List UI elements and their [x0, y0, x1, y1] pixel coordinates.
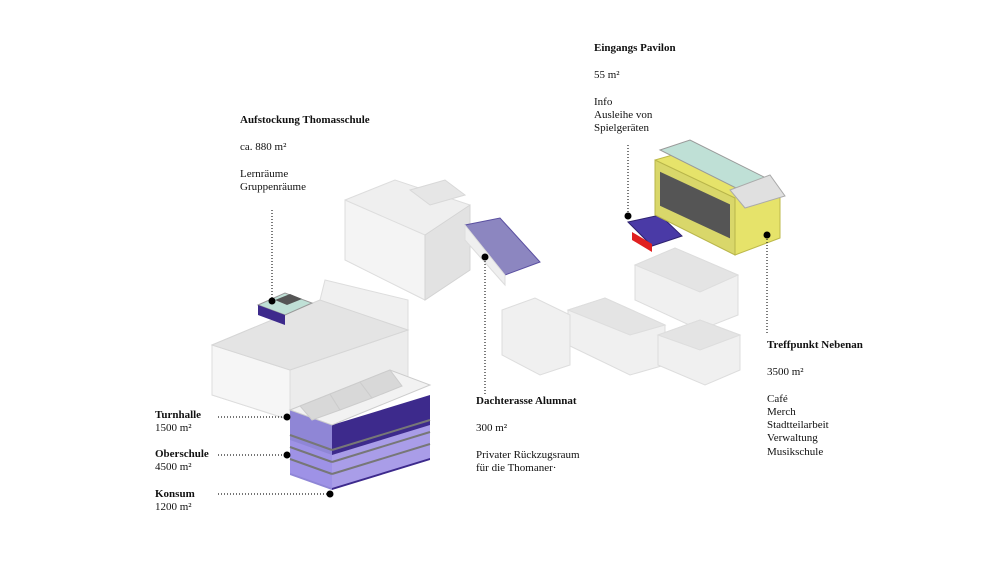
- label-use: Café: [767, 392, 788, 405]
- dachterasse-roof: [464, 217, 541, 287]
- label-konsum: Konsum 1200 m²: [155, 488, 195, 515]
- label-use: Verwaltung: [767, 432, 818, 445]
- label-use: Ausleihe von: [594, 108, 653, 121]
- label-title: Aufstockung Thomasschule: [240, 114, 370, 126]
- label-title: Eingangs Pavilon: [594, 42, 676, 54]
- label-turnhalle: Turnhalle 1500 m²: [155, 409, 201, 436]
- label-area: 3500 m²: [767, 366, 804, 379]
- label-title: Dachterasse Alumnat: [476, 395, 577, 407]
- label-use: Lernräume: [240, 167, 289, 180]
- label-title: Turnhalle: [155, 409, 202, 421]
- building-grey-right: [501, 247, 742, 386]
- label-use: Musikschule: [767, 445, 824, 458]
- label-use: Privater Rückzugsraum: [476, 448, 580, 461]
- building-treffpunkt-nebenan: [654, 139, 786, 256]
- label-use: Stadtteilarbeit: [767, 419, 829, 432]
- label-area: 55 m²: [594, 69, 620, 82]
- building-alumnat: [344, 179, 471, 301]
- label-area: 1500 m²: [155, 422, 192, 435]
- building-eingangs-pavilon: [626, 214, 683, 252]
- aufstockung-rooftop: [256, 292, 314, 325]
- label-use: Info: [594, 95, 613, 108]
- building-turnhalle-oberschule-konsum: [288, 369, 432, 490]
- label-area: 1200 m²: [155, 501, 192, 514]
- label-area: 300 m²: [476, 422, 508, 435]
- label-oberschule: Oberschule 4500 m²: [155, 448, 209, 475]
- label-area: ca. 880 m²: [240, 141, 287, 154]
- label-area: 4500 m²: [155, 461, 192, 474]
- label-use: Spielgeräten: [594, 122, 649, 135]
- leader-lines: [218, 145, 768, 495]
- label-title: Treffpunkt Nebenan: [767, 339, 863, 351]
- leader-dots: [268, 212, 771, 498]
- label-title: Oberschule: [155, 448, 209, 460]
- label-use: Gruppenräume: [240, 180, 306, 193]
- label-aufstockung: Aufstockung Thomasschule ca. 880 m² Lern…: [240, 114, 370, 194]
- label-use: für die Thomaner·: [476, 461, 557, 474]
- label-use: Merch: [767, 405, 796, 418]
- label-dachterasse: Dachterasse Alumnat 300 m² Privater Rück…: [476, 395, 580, 475]
- label-title: Konsum: [155, 488, 195, 500]
